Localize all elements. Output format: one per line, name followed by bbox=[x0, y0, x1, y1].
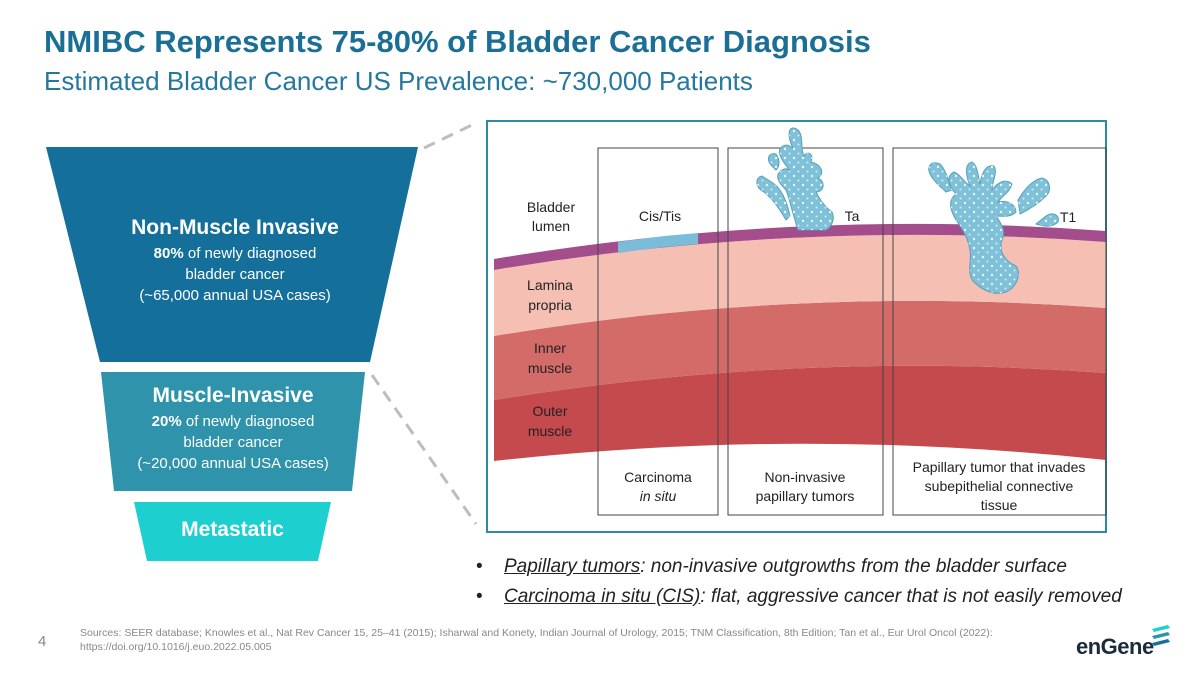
funnel-tier-non-muscle-invasive bbox=[46, 147, 418, 362]
t1-column-box bbox=[892, 147, 1107, 516]
t1-invasive-tumor bbox=[928, 161, 1059, 294]
company-logo: enGene bbox=[1076, 634, 1154, 659]
caption-ta-2: papillary tumors bbox=[756, 488, 855, 504]
caption-cis-1: Carcinoma bbox=[624, 469, 692, 485]
cis-column-box bbox=[597, 147, 719, 516]
funnel-label-metastatic: Metastatic bbox=[134, 515, 331, 545]
funnel-tier-metastatic bbox=[134, 502, 331, 561]
logo-mark-icon bbox=[1152, 625, 1170, 646]
bullet-term: Carcinoma in situ (CIS) bbox=[504, 586, 701, 607]
page-title: NMIBC Represents 75-80% of Bladder Cance… bbox=[44, 24, 871, 59]
label-outer-muscle-2: muscle bbox=[528, 423, 573, 439]
tier-line2: bladder cancer bbox=[185, 266, 285, 283]
tier-heading: Muscle-Invasive bbox=[152, 384, 314, 407]
lamina-propria-layer bbox=[494, 234, 1106, 336]
label-outer-muscle-1: Outer bbox=[532, 403, 567, 419]
tier-heading: Metastatic bbox=[181, 518, 284, 541]
funnel-tier-muscle-invasive bbox=[101, 372, 365, 491]
caption-ta-1: Non-invasive bbox=[765, 469, 846, 485]
label-lamina-propria-2: propria bbox=[528, 297, 572, 313]
bullet-term: Papillary tumors bbox=[504, 556, 641, 577]
stage-tag-ta: Ta bbox=[845, 208, 860, 224]
label-lamina-propria-1: Lamina bbox=[527, 277, 573, 293]
bullet-icon: • bbox=[476, 586, 483, 607]
tier-line3: (~65,000 annual USA cases) bbox=[139, 287, 331, 304]
tier-percent: 80% bbox=[153, 245, 184, 262]
ta-column-box bbox=[727, 147, 884, 516]
bullet-list: • Papillary tumors: non-invasive outgrowt… bbox=[476, 552, 1122, 612]
cis-segment bbox=[618, 233, 698, 253]
label-bladder-lumen-1: Bladder bbox=[527, 199, 576, 215]
urothelium-layer bbox=[494, 223, 1106, 270]
bullet-item: • Carcinoma in situ (CIS): flat, aggressi… bbox=[476, 582, 1122, 612]
label-bladder-lumen-2: lumen bbox=[532, 218, 570, 234]
connector-line-bottom bbox=[370, 374, 478, 525]
tier-line1: of newly diagnosed bbox=[185, 413, 315, 430]
outer-muscle-layer bbox=[494, 365, 1106, 461]
caption-t1-1: Papillary tumor that invades bbox=[913, 459, 1086, 475]
bullet-text: : non-invasive outgrowths from the bladd… bbox=[640, 556, 1067, 577]
sources-note: Sources: SEER database; Knowles et al., … bbox=[80, 626, 1080, 654]
tier-line2: bladder cancer bbox=[183, 434, 283, 451]
funnel-label-non-muscle-invasive: Non-Muscle Invasive 80% of newly diagnos… bbox=[100, 213, 370, 306]
caption-t1-3: tissue bbox=[981, 497, 1018, 513]
page-subtitle: Estimated Bladder Cancer US Prevalence: … bbox=[44, 66, 753, 96]
caption-t1-2: subepithelial connective bbox=[925, 478, 1074, 494]
tier-line1: of newly diagnosed bbox=[187, 245, 317, 262]
sources-line2: https://doi.org/10.1016/j.euo.2022.05.00… bbox=[80, 641, 272, 653]
label-inner-muscle-2: muscle bbox=[528, 360, 573, 376]
funnel-label-muscle-invasive: Muscle-Invasive 20% of newly diagnosed b… bbox=[101, 381, 365, 474]
sources-line1: Sources: SEER database; Knowles et al., … bbox=[80, 627, 993, 639]
page-number: 4 bbox=[38, 633, 47, 650]
tier-heading: Non-Muscle Invasive bbox=[131, 216, 339, 239]
tier-line3: (~20,000 annual USA cases) bbox=[137, 455, 329, 472]
stage-tag-cis: Cis/Tis bbox=[639, 208, 681, 224]
inner-muscle-layer bbox=[494, 300, 1106, 400]
tier-percent: 20% bbox=[151, 413, 182, 430]
ta-papillary-tumor bbox=[756, 127, 834, 231]
bullet-icon: • bbox=[476, 556, 483, 577]
bullet-text: : flat, aggressive cancer that is not ea… bbox=[700, 586, 1122, 607]
stage-tag-t1: T1 bbox=[1060, 209, 1077, 225]
bladder-wall-diagram: Bladder lumen Lamina propria Inner muscl… bbox=[486, 120, 1107, 533]
connector-line-top bbox=[423, 122, 475, 150]
label-inner-muscle-1: Inner bbox=[534, 340, 566, 356]
caption-cis-2: in situ bbox=[640, 488, 677, 504]
bullet-item: • Papillary tumors: non-invasive outgrowt… bbox=[476, 552, 1122, 582]
